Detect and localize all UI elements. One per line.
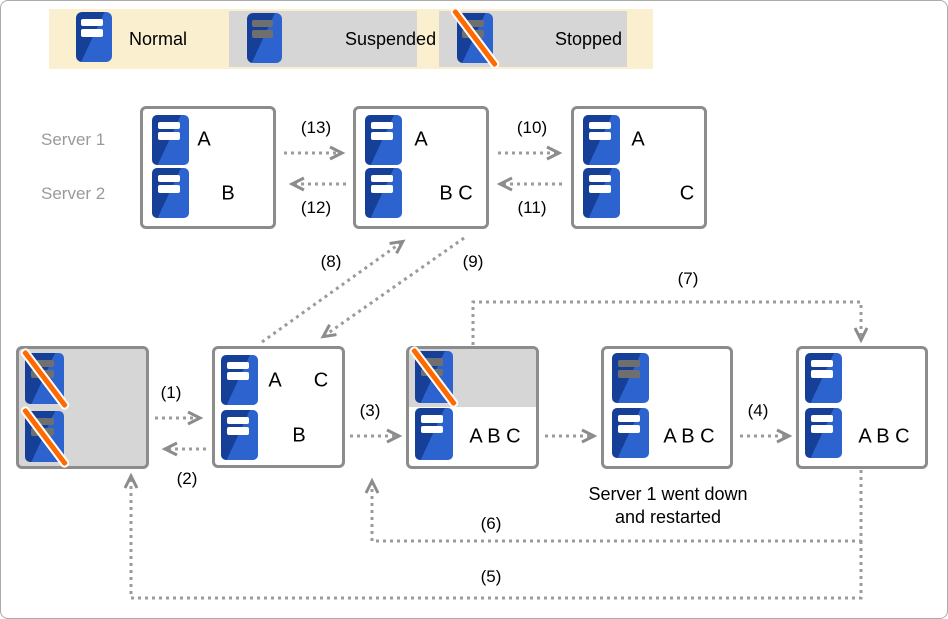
arrow-6 bbox=[364, 470, 863, 543]
server-bar bbox=[810, 370, 833, 378]
server-normal-icon bbox=[365, 115, 402, 165]
server-bar bbox=[810, 414, 833, 422]
server-bar bbox=[420, 425, 444, 434]
server-bar bbox=[226, 427, 249, 435]
server-bar bbox=[157, 174, 180, 182]
server-bar bbox=[370, 185, 393, 193]
server-normal-icon bbox=[152, 168, 189, 218]
server-normal-icon bbox=[415, 408, 453, 460]
server-bar bbox=[588, 185, 611, 193]
server-bar bbox=[370, 132, 393, 140]
legend-chip-suspended: Suspended bbox=[229, 11, 436, 67]
server-bar bbox=[617, 359, 640, 367]
arrow-label-13: (13) bbox=[300, 118, 332, 137]
server-stopped-icon bbox=[408, 344, 460, 410]
server-bar bbox=[588, 132, 611, 140]
server-bar bbox=[617, 370, 640, 378]
legend-chip-stopped: Stopped bbox=[439, 5, 627, 71]
server-bar bbox=[588, 121, 611, 129]
note-line2: and restarted bbox=[614, 507, 722, 527]
legend: Normal Suspended Stopped bbox=[49, 5, 653, 71]
server-normal-icon bbox=[365, 168, 402, 218]
server-bar bbox=[810, 425, 833, 433]
server-bar bbox=[420, 414, 444, 423]
arrow-label-10: (10) bbox=[516, 118, 548, 137]
server-suspended-icon bbox=[612, 353, 649, 403]
server-bar bbox=[370, 174, 393, 182]
process-label: A B C bbox=[858, 425, 910, 448]
arrow-label-1: (1) bbox=[160, 383, 182, 402]
arrow-label-12: (12) bbox=[300, 198, 332, 217]
server-bar bbox=[810, 359, 833, 367]
process-label: B C bbox=[439, 182, 473, 205]
arrow-label-7: (7) bbox=[677, 269, 699, 288]
server-bar bbox=[30, 359, 55, 368]
server-bar bbox=[462, 19, 484, 27]
server-normal-icon bbox=[221, 410, 258, 460]
process-label: A bbox=[268, 369, 282, 392]
process-label: A bbox=[197, 128, 211, 151]
server-bar bbox=[30, 417, 55, 426]
server-bar bbox=[226, 372, 249, 380]
arrow-label-9: (9) bbox=[462, 252, 484, 271]
arrow-label-2: (2) bbox=[176, 469, 198, 488]
note-server1-restarted: Server 1 went down and restarted bbox=[588, 483, 747, 529]
arrow-7 bbox=[471, 300, 869, 345]
arrow-label-3: (3) bbox=[359, 401, 381, 420]
row-label-server1: Server 1 bbox=[41, 130, 106, 149]
server-stopped-icon bbox=[18, 404, 71, 469]
server-bar bbox=[252, 30, 274, 38]
server-bar bbox=[588, 174, 611, 182]
server-bar bbox=[157, 121, 180, 129]
server-suspended-icon bbox=[247, 13, 282, 63]
arrow-label-5: (5) bbox=[480, 567, 502, 586]
process-label: B bbox=[221, 182, 235, 205]
server-bar bbox=[226, 416, 249, 424]
process-label: C bbox=[313, 369, 329, 392]
server-bar bbox=[370, 121, 393, 129]
server-normal-icon bbox=[805, 353, 842, 403]
server-bar bbox=[81, 18, 103, 26]
process-label: A bbox=[414, 128, 428, 151]
server-normal-icon bbox=[612, 408, 649, 458]
server-bar bbox=[252, 19, 274, 27]
server-normal-icon bbox=[76, 12, 112, 62]
arrow-label-8: (8) bbox=[320, 252, 342, 271]
server-normal-icon bbox=[152, 115, 189, 165]
arrow-5 bbox=[123, 472, 863, 600]
process-label: A B C bbox=[663, 425, 715, 448]
server-stopped-icon bbox=[18, 346, 71, 411]
server-bar bbox=[226, 361, 249, 369]
arrow-9 bbox=[320, 236, 465, 339]
arrow-label-11: (11) bbox=[517, 198, 547, 217]
row-label-server2: Server 2 bbox=[41, 184, 106, 203]
server-bar bbox=[617, 414, 640, 422]
server-normal-icon bbox=[805, 408, 842, 458]
server-bar bbox=[157, 132, 180, 140]
legend-label-normal: Normal bbox=[129, 29, 188, 49]
server-normal-icon bbox=[221, 355, 258, 405]
arrow-label-4: (4) bbox=[747, 401, 769, 420]
process-label: B bbox=[292, 424, 306, 447]
process-label: C bbox=[679, 182, 695, 205]
legend-label-stopped: Stopped bbox=[555, 29, 623, 49]
process-label: A B C bbox=[469, 425, 521, 448]
server-bar bbox=[420, 357, 444, 366]
arrow-label-6: (6) bbox=[480, 514, 502, 533]
state-box-bottom-3 bbox=[406, 346, 539, 469]
legend-label-suspended: Suspended bbox=[345, 29, 437, 49]
server-bar bbox=[81, 29, 103, 37]
server-normal-icon bbox=[583, 115, 620, 165]
server-normal-icon bbox=[583, 168, 620, 218]
arrow-8 bbox=[261, 239, 406, 344]
server-bar bbox=[157, 185, 180, 193]
server-bar bbox=[617, 425, 640, 433]
process-label: A bbox=[631, 128, 645, 151]
note-line1: Server 1 went down bbox=[588, 484, 748, 504]
server-stopped-icon bbox=[449, 5, 501, 71]
